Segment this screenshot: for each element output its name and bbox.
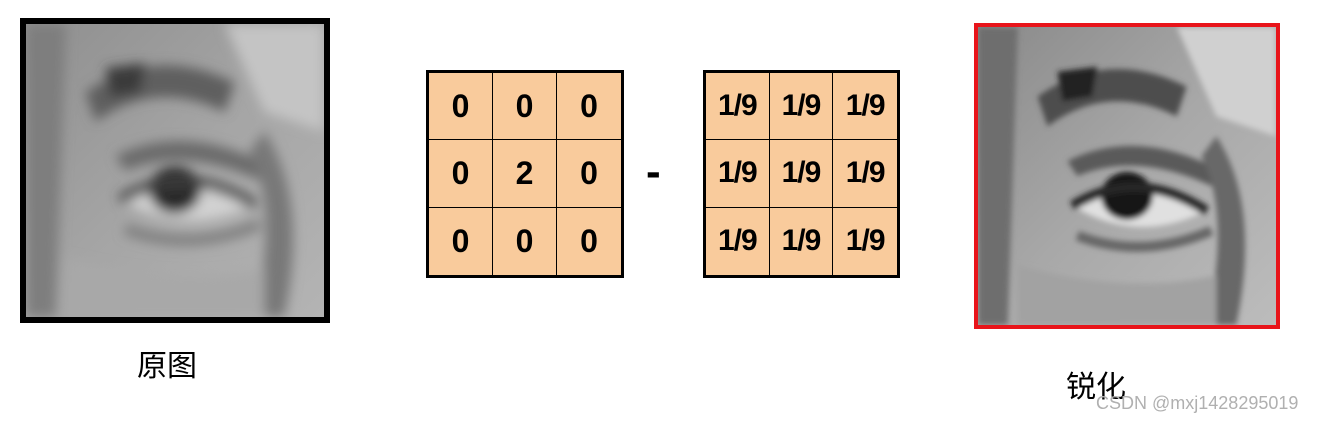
original-eye-picture (26, 24, 324, 317)
kernel-cell: 1/9 (833, 73, 897, 141)
kernel-cell: 0 (557, 140, 621, 208)
kernel-cell: 1/9 (706, 73, 770, 141)
watermark: CSDN @mxj1428295019 (1096, 393, 1299, 413)
identity-kernel-matrix: 0 0 0 0 2 0 0 0 0 (426, 70, 624, 278)
original-caption: 原图 (137, 349, 197, 384)
kernel-cell: 0 (493, 207, 557, 275)
kernel-cell: 0 (557, 73, 621, 141)
kernel-cell: 0 (429, 73, 493, 141)
kernel-cell: 1/9 (706, 140, 770, 208)
original-eye-image (20, 18, 330, 323)
mean-kernel-matrix: 1/9 1/9 1/9 1/9 1/9 1/9 1/9 1/9 1/9 (703, 70, 900, 278)
kernel-cell: 1/9 (706, 207, 770, 275)
kernel-cell: 1/9 (769, 140, 834, 208)
minus-operator: - (646, 147, 661, 196)
kernel-cell: 2 (493, 140, 557, 208)
kernel-cell: 0 (493, 73, 557, 141)
kernel-cell: 0 (580, 222, 598, 259)
kernel-cell: 0 (429, 207, 493, 275)
sharpened-caption: 锐化 (1066, 370, 1126, 405)
sharpened-eye-picture (978, 27, 1276, 325)
kernel-cell: 0 (429, 140, 493, 208)
sharpened-eye-image (974, 23, 1280, 329)
kernel-cell: 1/9 (845, 224, 886, 258)
kernel-cell: 1/9 (833, 140, 897, 208)
kernel-cell: 1/9 (769, 73, 834, 141)
kernel-cell: 1/9 (770, 207, 834, 275)
